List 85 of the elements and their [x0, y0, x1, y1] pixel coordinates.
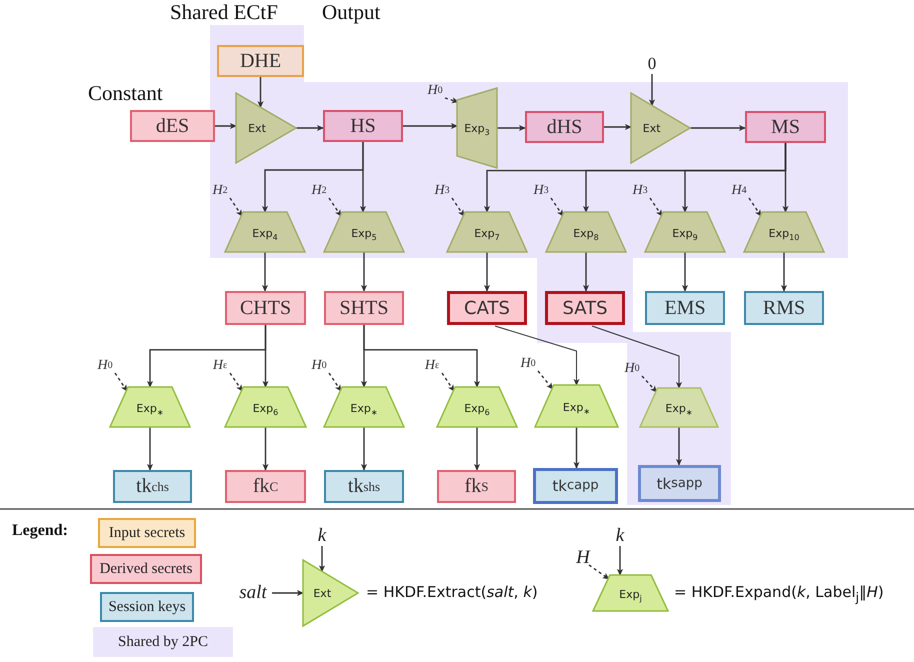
function-label: Exp$_{10}$ — [768, 226, 800, 240]
arrow — [484, 252, 490, 292]
function-label: Exp$_{∗}$ — [350, 402, 378, 414]
arrow — [318, 546, 326, 572]
caption-text: Constant — [88, 81, 163, 106]
session-key-box: EMS — [645, 291, 725, 325]
dashed-arrow — [229, 372, 243, 392]
caption-text: Output — [322, 0, 380, 25]
arrow — [360, 427, 368, 471]
dashed-arrow — [588, 564, 610, 580]
derived-secret-box: MS — [745, 111, 826, 143]
dashed-arrow — [328, 198, 342, 217]
legend-swatch: Derived secrets — [90, 554, 202, 584]
function-label: Exp$_{∗}$ — [665, 402, 693, 415]
arrow — [262, 427, 269, 471]
dashed-arrow — [114, 372, 128, 392]
arrow — [604, 124, 632, 130]
dashed-arrow — [451, 198, 465, 217]
input-label: k — [315, 526, 329, 546]
legend-swatch: Shared by 2PC — [93, 627, 233, 657]
derived-secret-box: CHTS — [225, 291, 306, 325]
function-label: Exp$_{7}$ — [474, 226, 500, 240]
legend-swatch: Input secrets — [98, 518, 196, 548]
arrow — [780, 252, 788, 292]
arrow — [403, 122, 458, 130]
dashed-arrow — [550, 198, 564, 217]
legend-swatch: Session keys — [100, 592, 194, 622]
arrow — [494, 326, 580, 386]
arrow — [616, 546, 624, 576]
arrow — [497, 124, 526, 132]
derived-secret-box: CATS — [447, 291, 527, 325]
function-label: Exp$_{9}$ — [672, 226, 698, 240]
function-label: Ext — [248, 122, 266, 134]
dashed-arrow — [649, 198, 663, 217]
function-label: Exp$_{∗}$ — [562, 400, 590, 414]
arrow — [474, 427, 480, 471]
input-label: 0 — [645, 54, 659, 74]
arrow — [690, 124, 746, 132]
function-label: Exp$_{∗}$ — [136, 402, 164, 414]
function-label: Exp$_{8}$ — [573, 226, 599, 240]
function-label: Exp$_{3}$ — [464, 122, 490, 134]
arrow — [582, 252, 590, 292]
function-label: Exp$_{5}$ — [351, 226, 377, 240]
arrow — [360, 142, 366, 213]
derived-secret-box: dHS — [525, 111, 604, 143]
arrow — [262, 325, 269, 388]
function-label: Exp$_{4}$ — [252, 226, 278, 240]
function-label: Exp$_{6}$ — [252, 402, 278, 414]
input-label: H — [575, 549, 591, 567]
arrow — [146, 427, 154, 471]
arrow — [360, 252, 368, 292]
arrow — [592, 326, 682, 389]
caption-text: Shared ECtF — [170, 0, 278, 25]
dashed-arrow — [229, 198, 243, 217]
arrow — [676, 427, 682, 466]
arrow — [262, 252, 268, 292]
derived-secret-box: HS — [323, 110, 403, 142]
legend-title: Legend: — [12, 522, 68, 540]
derived-secret-box: dES — [130, 110, 215, 142]
dashed-arrow — [444, 97, 459, 104]
arrow — [363, 325, 480, 388]
arrow — [215, 122, 237, 130]
formula-text: = HKDF.Extract(salt, k) — [366, 583, 538, 601]
arrow — [782, 143, 789, 213]
dashed-arrow — [328, 372, 342, 392]
arrow — [573, 427, 580, 469]
input-label: salt — [234, 582, 272, 604]
dashed-arrow — [537, 370, 554, 390]
arrow — [648, 74, 656, 106]
function-label: Ext — [642, 122, 661, 134]
derived-secret-box: SATS — [545, 291, 625, 325]
derived-secret-box: SHTS — [324, 291, 404, 325]
dashed-arrow — [748, 198, 762, 217]
function-label: Ext — [313, 586, 332, 600]
arrow — [257, 77, 264, 108]
function-label: Exp$_{j}$ — [619, 588, 642, 600]
function-label: Exp$_{6}$ — [464, 402, 490, 414]
dashed-arrow — [441, 372, 455, 392]
input-label: k — [613, 526, 627, 546]
arrow — [296, 124, 324, 132]
arrow — [272, 590, 304, 596]
session-key-box: RMS — [744, 291, 824, 325]
arrow — [682, 252, 688, 292]
dashed-arrow — [641, 376, 658, 393]
input-secret-box: DHE — [217, 45, 304, 77]
